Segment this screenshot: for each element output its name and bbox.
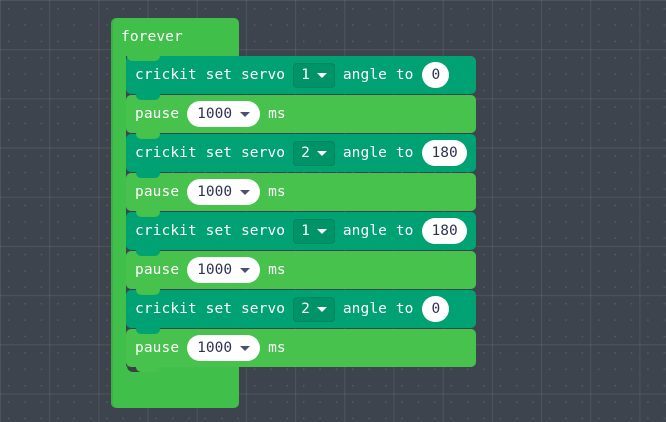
angle-value-input[interactable]: 0	[422, 296, 450, 322]
chevron-down-icon	[316, 72, 327, 78]
block-bottom-tab	[136, 94, 160, 99]
angle-value: 0	[431, 67, 441, 83]
block-label-prefix: crickit set servo	[135, 223, 286, 239]
block-bottom-tab	[136, 172, 160, 177]
block-label-units: ms	[268, 340, 286, 356]
crickit-set-servo-block[interactable]: crickit set servo 1 angle to 180	[126, 211, 476, 255]
crickit-set-servo-block[interactable]: crickit set servo 2 angle to 180	[126, 133, 476, 177]
chevron-down-icon	[316, 228, 327, 234]
pause-duration-dropdown[interactable]: 1000	[187, 257, 261, 283]
forever-block-footer[interactable]	[111, 366, 239, 408]
block-bottom-tab	[136, 133, 160, 138]
forever-connector-notch	[127, 56, 153, 61]
block-label-prefix: crickit set servo	[135, 301, 286, 317]
chevron-down-icon	[240, 189, 251, 195]
servo-number-dropdown[interactable]: 2	[293, 296, 335, 322]
pause-duration-value: 1000	[197, 340, 233, 356]
servo-number-value: 1	[301, 223, 310, 239]
block-bottom-tab	[136, 289, 160, 294]
pause-duration-value: 1000	[197, 106, 233, 122]
chevron-down-icon	[240, 111, 251, 117]
block-bottom-tab	[136, 328, 160, 333]
forever-left-wall	[111, 56, 126, 366]
servo-number-value: 2	[301, 145, 310, 161]
chevron-down-icon	[240, 267, 251, 273]
servo-number-dropdown[interactable]: 2	[293, 140, 335, 166]
angle-value-input[interactable]: 0	[422, 62, 450, 88]
block-label-prefix: crickit set servo	[135, 67, 286, 83]
forever-label: forever	[121, 29, 183, 45]
forever-loop-block[interactable]: forever	[111, 18, 239, 408]
pause-duration-dropdown[interactable]: 1000	[187, 179, 261, 205]
block-label-prefix: pause	[135, 262, 180, 278]
block-label-units: ms	[268, 106, 286, 122]
block-label-units: ms	[268, 184, 286, 200]
block-label-angle: angle to	[342, 223, 414, 239]
angle-value-input[interactable]: 180	[422, 140, 467, 166]
pause-duration-dropdown[interactable]: 1000	[187, 101, 261, 127]
pause-block[interactable]: pause 1000 ms	[126, 94, 476, 138]
servo-number-value: 1	[301, 67, 310, 83]
servo-number-dropdown[interactable]: 1	[293, 218, 335, 244]
pause-duration-value: 1000	[197, 262, 233, 278]
servo-number-value: 2	[301, 301, 310, 317]
angle-value-input[interactable]: 180	[422, 218, 467, 244]
block-label-units: ms	[268, 262, 286, 278]
block-label-angle: angle to	[342, 301, 414, 317]
forever-block-header[interactable]: forever	[111, 18, 239, 61]
block-label-angle: angle to	[342, 67, 414, 83]
block-label-angle: angle to	[342, 145, 414, 161]
angle-value: 180	[431, 223, 458, 239]
angle-value: 0	[431, 301, 441, 317]
chevron-down-icon	[240, 345, 251, 351]
block-label-prefix: pause	[135, 340, 180, 356]
crickit-set-servo-block[interactable]: crickit set servo 2 angle to 0	[126, 289, 476, 333]
crickit-set-servo-block[interactable]: crickit set servo 1 angle to 0	[126, 55, 476, 99]
block-bottom-tab	[136, 211, 160, 216]
block-label-prefix: crickit set servo	[135, 145, 286, 161]
chevron-down-icon	[316, 150, 327, 156]
block-label-prefix: pause	[135, 106, 180, 122]
pause-block[interactable]: pause 1000 ms	[126, 328, 476, 372]
block-bottom-tab	[136, 250, 160, 255]
servo-number-dropdown[interactable]: 1	[293, 62, 335, 88]
block-bottom-tab	[136, 367, 160, 372]
pause-block[interactable]: pause 1000 ms	[126, 250, 476, 294]
block-stack: crickit set servo 1 angle to 0 pause 100…	[126, 55, 476, 372]
pause-duration-value: 1000	[197, 184, 233, 200]
pause-block[interactable]: pause 1000 ms	[126, 172, 476, 216]
angle-value: 180	[431, 145, 458, 161]
chevron-down-icon	[316, 306, 327, 312]
block-label-prefix: pause	[135, 184, 180, 200]
pause-duration-dropdown[interactable]: 1000	[187, 335, 261, 361]
